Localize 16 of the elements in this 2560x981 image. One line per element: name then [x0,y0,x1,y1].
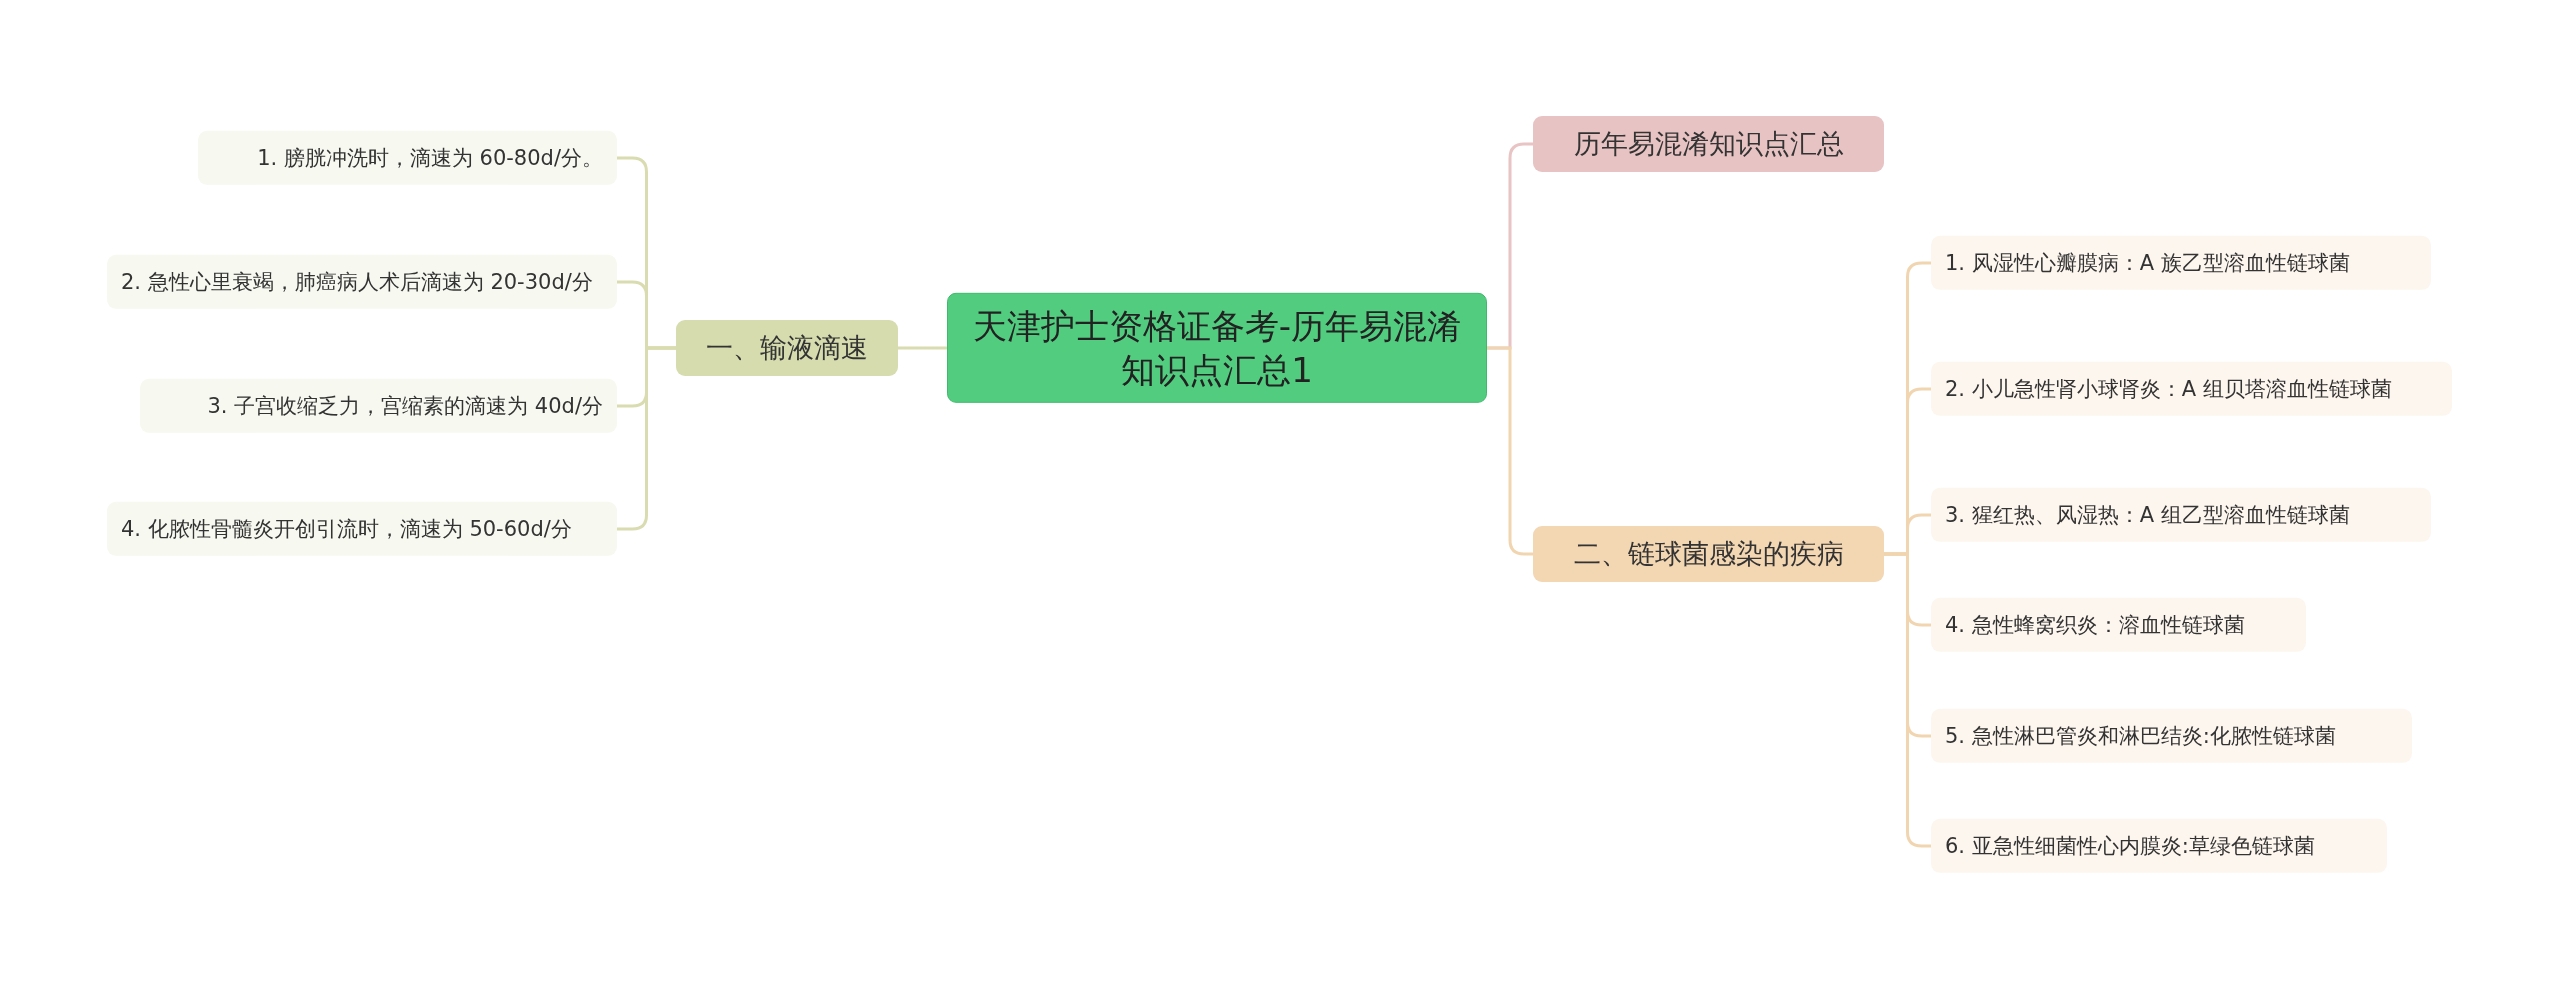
leaf-topic: 3. 子宫收缩乏力，宫缩素的滴速为 40d/分 [140,378,617,434]
leaf-topic: 4. 急性蜂窝织炎：溶血性链球菌 [1931,597,2306,653]
leaf-topic: 3. 猩红热、风湿热：A 组乙型溶血性链球菌 [1931,487,2431,543]
central-topic: 天津护士资格证备考-历年易混淆知识点汇总1 [947,292,1487,404]
branch-topic: 二、链球菌感染的疾病 [1533,526,1884,582]
branch-topic: 历年易混淆知识点汇总 [1533,116,1884,172]
leaf-topic: 2. 小儿急性肾小球肾炎：A 组贝塔溶血性链球菌 [1931,361,2452,417]
connector-line [898,346,947,350]
leaf-topic: 6. 亚急性细菌性心内膜炎:草绿色链球菌 [1931,818,2387,874]
leaf-topic: 1. 风湿性心瓣膜病：A 族乙型溶血性链球菌 [1931,235,2431,291]
leaf-topic: 5. 急性淋巴管炎和淋巴结炎:化脓性链球菌 [1931,708,2412,764]
leaf-topic: 4. 化脓性骨髓炎开创引流时，滴速为 50-60d/分 [107,501,617,557]
connector-line [1487,346,1533,556]
leaf-topic: 1. 膀胱冲洗时，滴速为 60-80d/分。 [198,130,617,186]
branch-topic: 一、输液滴速 [676,320,898,376]
leaf-topic: 2. 急性心里衰竭，肺癌病人术后滴速为 20-30d/分 [107,254,617,310]
